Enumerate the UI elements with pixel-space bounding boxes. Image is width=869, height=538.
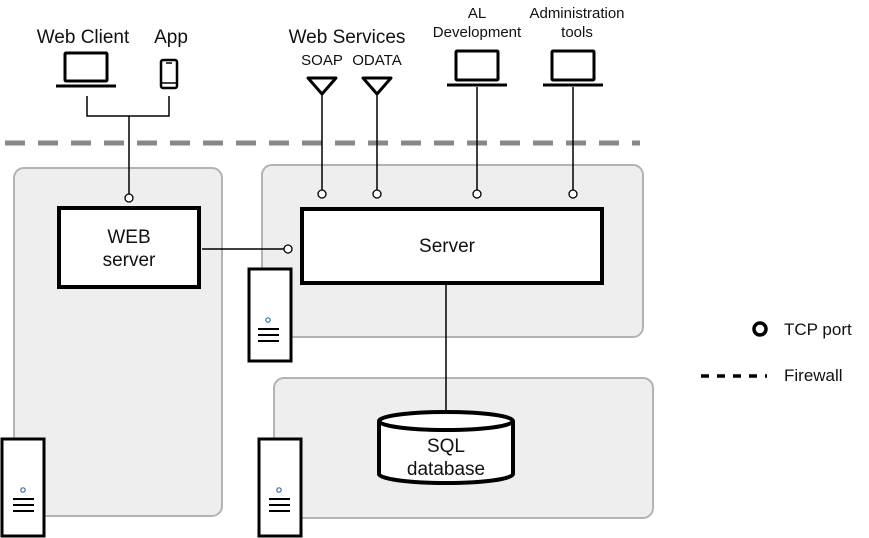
antenna-icon <box>361 76 393 96</box>
tcp-port-legend-icon <box>752 321 768 337</box>
soap-label: SOAP <box>301 52 343 69</box>
laptop-icon <box>543 49 603 87</box>
admin-tools-label-line1: Administration <box>529 5 624 22</box>
tcp-port-icon <box>472 189 482 199</box>
tcp-port-icon <box>124 193 134 203</box>
antenna-icon <box>306 76 338 96</box>
server-label: Server <box>419 236 476 257</box>
tcp-port-icon <box>283 244 293 254</box>
al-development-label-line1: AL <box>468 5 486 22</box>
tcp-port-icon <box>317 189 327 199</box>
admin-tools-label-line2: tools <box>561 24 593 41</box>
tcp-ports <box>124 189 578 254</box>
odata-label: ODATA <box>352 52 401 69</box>
sql-label-line2: database <box>407 459 485 480</box>
server-tower-icon <box>247 267 293 363</box>
connection-lines <box>86 87 574 415</box>
tcp-port-icon <box>568 189 578 199</box>
al-development-label-line2: Development <box>433 24 522 41</box>
server-tower-icon <box>0 437 46 538</box>
laptop-icon <box>56 51 116 88</box>
web-client-label: Web Client <box>37 27 130 48</box>
tcp-port-legend-label: TCP port <box>784 320 852 339</box>
server-node: Server <box>300 207 604 285</box>
web-server-label-line1: WEB <box>107 227 150 248</box>
firewall-legend-label: Firewall <box>784 366 843 385</box>
legend: TCP port Firewall <box>701 320 852 385</box>
server-tower-icon <box>257 437 303 538</box>
sql-label-line1: SQL <box>427 436 465 457</box>
phone-icon <box>159 58 179 90</box>
web-server-label-line2: server <box>103 250 156 271</box>
laptop-icon <box>447 49 507 87</box>
web-services-label: Web Services <box>289 27 406 48</box>
web-server-node: WEB server <box>57 206 201 289</box>
database-cylinder-icon: SQL database <box>377 410 515 485</box>
tcp-port-icon <box>372 189 382 199</box>
app-label: App <box>154 27 188 48</box>
